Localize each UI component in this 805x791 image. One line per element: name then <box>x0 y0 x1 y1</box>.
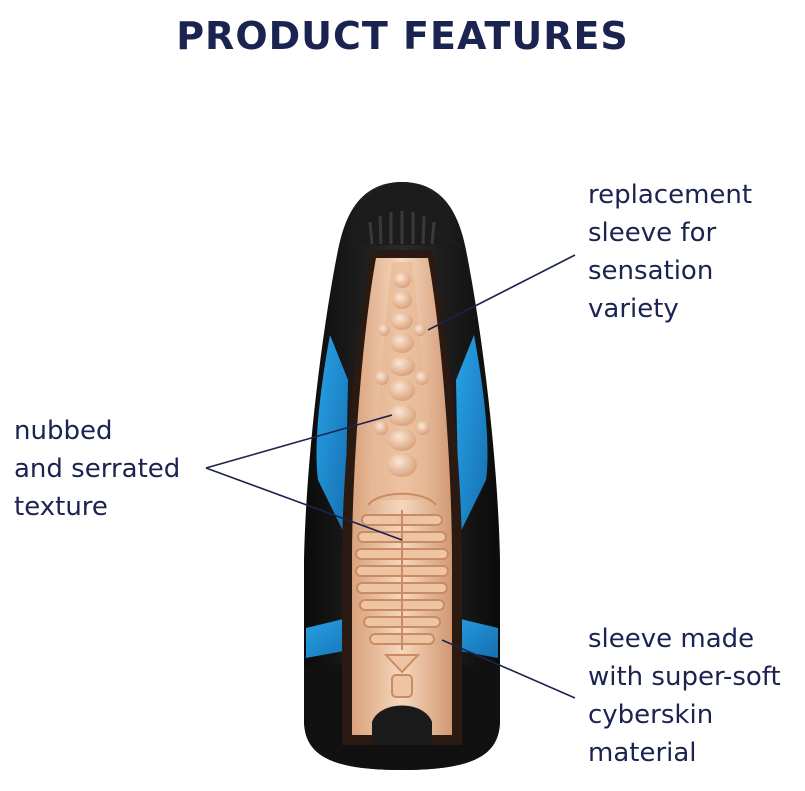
callout-texture: nubbed and serrated texture <box>14 412 180 526</box>
callout-line: cyberskin <box>588 700 714 730</box>
callout-line: with super-soft <box>588 662 781 692</box>
callout-line: sensation <box>588 256 714 286</box>
callout-material: sleeve made with super-soft cyberskin ma… <box>588 620 781 772</box>
serrated-texture <box>355 492 449 698</box>
callout-line: material <box>588 738 697 768</box>
callout-line: sleeve for <box>588 218 717 248</box>
callout-line: variety <box>588 294 679 324</box>
callout-replacement-sleeve: replacement sleeve for sensation variety <box>588 176 752 328</box>
callout-line: replacement <box>588 180 753 210</box>
base-opening <box>372 705 432 745</box>
callout-lines <box>205 254 576 699</box>
callout-line: nubbed <box>14 416 113 446</box>
callout-line: sleeve made <box>588 624 755 654</box>
callout-line: texture <box>14 492 108 522</box>
callout-line: and serrated <box>14 454 181 484</box>
nubbed-texture <box>374 272 430 477</box>
page-title: PRODUCT FEATURES <box>176 14 629 58</box>
